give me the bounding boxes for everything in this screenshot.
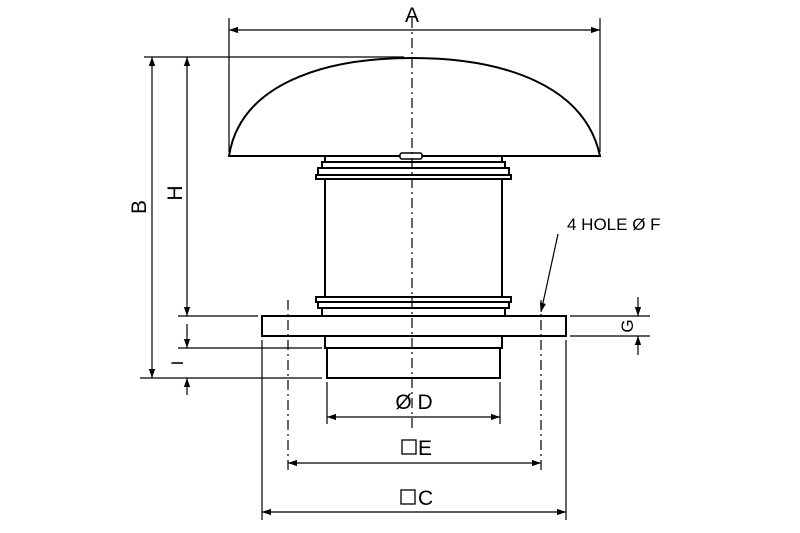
square-symbol-icon [401, 439, 417, 455]
motor-housing [324, 178, 503, 298]
label-B: B [128, 200, 151, 214]
square-symbol-icon [400, 489, 416, 505]
label-C-group: C [400, 487, 433, 510]
label-I: I [168, 361, 187, 366]
lower-band [315, 296, 512, 317]
base-plate [261, 315, 567, 337]
label-D: Ø D [395, 391, 432, 414]
dome-collar [321, 152, 506, 169]
label-A: A [405, 4, 419, 27]
upper-band [315, 167, 512, 180]
label-E-group: E [401, 437, 432, 460]
label-H: H [164, 185, 187, 200]
label-C: C [418, 487, 433, 510]
hole-leader [539, 233, 559, 313]
label-E: E [418, 437, 432, 460]
dome-hood [227, 56, 602, 157]
label-holes: 4 HOLE Ø F [567, 215, 661, 234]
extension-lines [140, 18, 650, 520]
label-G: G [618, 319, 637, 332]
spigot [324, 335, 503, 379]
